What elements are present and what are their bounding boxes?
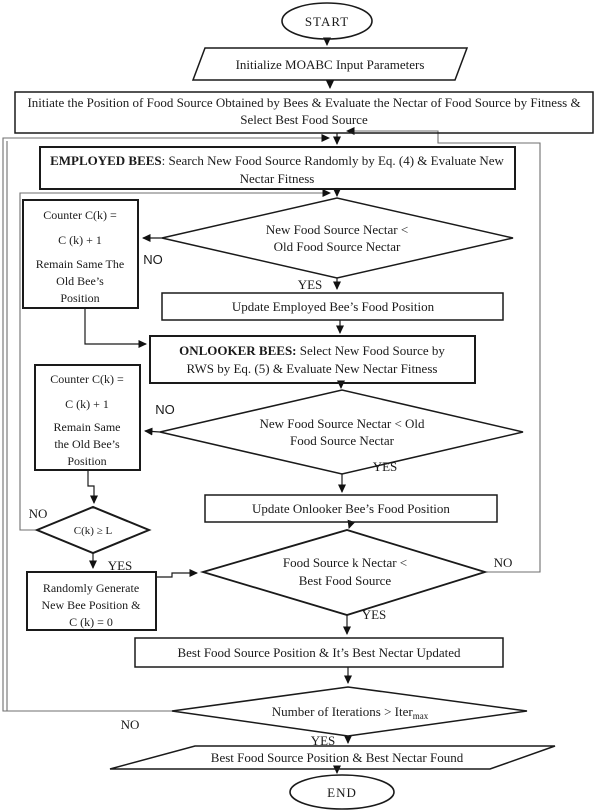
iteration-check-label: Number of Iterations > Itermax [272, 704, 429, 721]
counter1-line2: C (k) + 1 [58, 233, 102, 247]
output-parallelogram [109, 745, 556, 770]
iteration-yes-label: YES [311, 733, 336, 748]
update-employed-label: Update Employed Bee’s Food Position [232, 299, 435, 314]
setup-process-box [14, 91, 594, 134]
update-employed-box [161, 292, 504, 321]
setup-line2: Select Best Food Source [240, 112, 368, 127]
counter1-box [22, 199, 139, 309]
decision2-no-label: NO [155, 402, 175, 417]
update-onlooker-label: Update Onlooker Bee’s Food Position [252, 501, 450, 516]
counter1-line3: Remain Same The [36, 257, 124, 271]
counter2-box [34, 364, 141, 471]
decision3-diamond [199, 529, 489, 616]
counter2-line2: C (k) + 1 [65, 397, 109, 411]
end-terminator [289, 774, 395, 810]
update-onlooker-box [204, 494, 498, 523]
init-parameters-label: Initialize MOABC Input Parameters [236, 57, 425, 72]
employed-line2: Nectar Fitness [240, 171, 315, 186]
scout-line2: New Bee Position & [42, 598, 142, 612]
counter1-line4: Old Bee’s [56, 274, 104, 288]
decision2-yes-label: YES [373, 459, 398, 474]
scout-line1: Randomly Generate [43, 581, 139, 595]
limit-check-label: C(k) ≥ L [74, 525, 113, 537]
connector-best-no-loop [346, 127, 541, 573]
onlooker-bees-box [149, 335, 476, 384]
counter2-line4: the Old Bee’s [54, 437, 120, 451]
decision3-yes-label: YES [362, 607, 387, 622]
connector-decision2-no [144, 427, 161, 436]
iteration-label-subscript: max [413, 711, 429, 721]
counter1-line1: Counter C(k) = [43, 208, 117, 222]
connector-counter1-onlooker [84, 308, 147, 348]
onlooker-rest: Select New Food Source by [297, 343, 446, 358]
iteration-no-label: NO [121, 717, 140, 732]
decision1-line1: New Food Source Nectar < [266, 222, 408, 237]
iteration-check-diamond [171, 686, 528, 737]
start-label: START [305, 14, 349, 29]
scout-box [26, 571, 157, 631]
decision1-line2: Old Food Source Nectar [274, 239, 401, 254]
decision2-line2: Food Source Nectar [290, 433, 395, 448]
employed-bold: EMPLOYED BEES [50, 153, 162, 168]
counter1-line5: Position [60, 291, 99, 305]
limit-no-label: NO [29, 506, 48, 521]
decision3-line1: Food Source k Nectar < [283, 555, 407, 570]
connector-iteration-no-loop [2, 134, 330, 712]
decision2-line1: New Food Source Nectar < Old [259, 416, 425, 431]
connector-limit-no-loop [19, 189, 331, 531]
connector-counter2-limit [87, 470, 98, 504]
decision3-line2: Best Food Source [299, 573, 392, 588]
counter2-line1: Counter C(k) = [50, 372, 124, 386]
employed-rest: : Search New Food Source Randomly by Eq.… [162, 153, 505, 168]
employed-line1: EMPLOYED BEES: Search New Food Source Ra… [50, 153, 504, 168]
counter2-line3: Remain Same [54, 420, 121, 434]
start-terminator [281, 2, 373, 40]
employed-bees-box [39, 146, 516, 190]
onlooker-line2: RWS by Eq. (5) & Evaluate New Nectar Fit… [187, 361, 438, 376]
end-label: END [327, 785, 357, 800]
best-update-box [134, 637, 504, 668]
connector-scout-decision3 [156, 569, 198, 578]
connector-updateonlooker-decision3 [347, 519, 356, 529]
onlooker-line1: ONLOOKER BEES: Select New Food Source by [179, 343, 445, 358]
decision3-no-label: NO [494, 555, 513, 570]
limit-yes-label: YES [108, 558, 133, 573]
scout-line3: C (k) = 0 [69, 615, 113, 629]
iteration-label-main: Number of Iterations > Iter [272, 704, 414, 719]
decision1-yes-label: YES [298, 277, 323, 292]
decision1-no-label: NO [143, 252, 163, 267]
decision2-diamond [159, 389, 524, 475]
output-label: Best Food Source Position & Best Nectar … [211, 750, 464, 765]
setup-line1: Initiate the Position of Food Source Obt… [27, 95, 580, 110]
counter2-line5: Position [67, 454, 106, 468]
init-parameters-parallelogram [191, 47, 469, 81]
limit-check-diamond [34, 505, 152, 555]
best-update-label: Best Food Source Position & It’s Best Ne… [177, 645, 461, 660]
onlooker-bold: ONLOOKER BEES: [179, 343, 296, 358]
decision1-diamond [161, 197, 514, 279]
